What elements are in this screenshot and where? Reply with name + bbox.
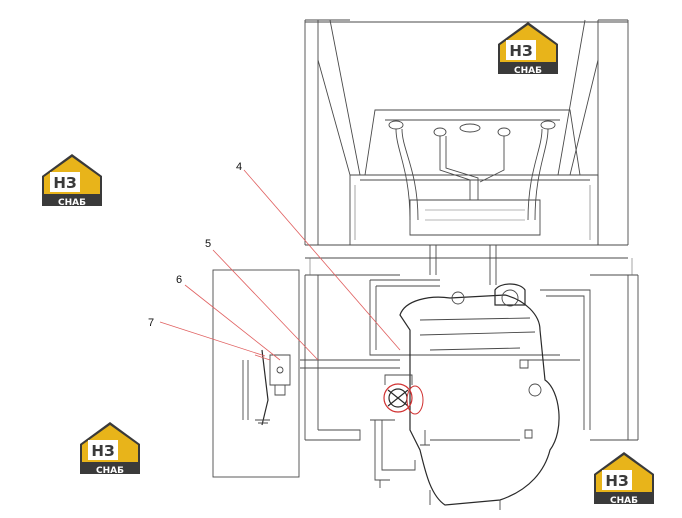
lower-frame bbox=[304, 258, 639, 441]
engine-body bbox=[370, 283, 560, 510]
watermark-logo-top: НЗ СНАБ bbox=[498, 22, 558, 76]
watermark-logo-left: НЗ СНАБ bbox=[42, 154, 102, 208]
side-panel bbox=[212, 269, 300, 478]
leader-lines bbox=[159, 169, 401, 361]
logo-caption: СНАБ bbox=[514, 66, 542, 76]
callout-7: 7 bbox=[148, 317, 154, 329]
logo-caption: СНАБ bbox=[58, 198, 86, 208]
logo-text: НЗ bbox=[53, 174, 76, 192]
watermark-logo-bottom-right: НЗ СНАБ bbox=[594, 452, 654, 506]
callout-6: 6 bbox=[176, 274, 182, 286]
callout-5: 5 bbox=[205, 238, 211, 250]
logo-text: НЗ bbox=[605, 472, 628, 490]
watermark-logo-bottom-left: НЗ СНАБ bbox=[80, 422, 140, 476]
logo-caption: СНАБ bbox=[96, 466, 124, 476]
logo-text: НЗ bbox=[509, 42, 532, 60]
logo-text: НЗ bbox=[91, 442, 114, 460]
callout-4: 4 bbox=[236, 161, 242, 173]
upper-frame bbox=[304, 19, 629, 259]
pipes bbox=[300, 245, 591, 430]
logo-caption: СНАБ bbox=[610, 496, 638, 506]
